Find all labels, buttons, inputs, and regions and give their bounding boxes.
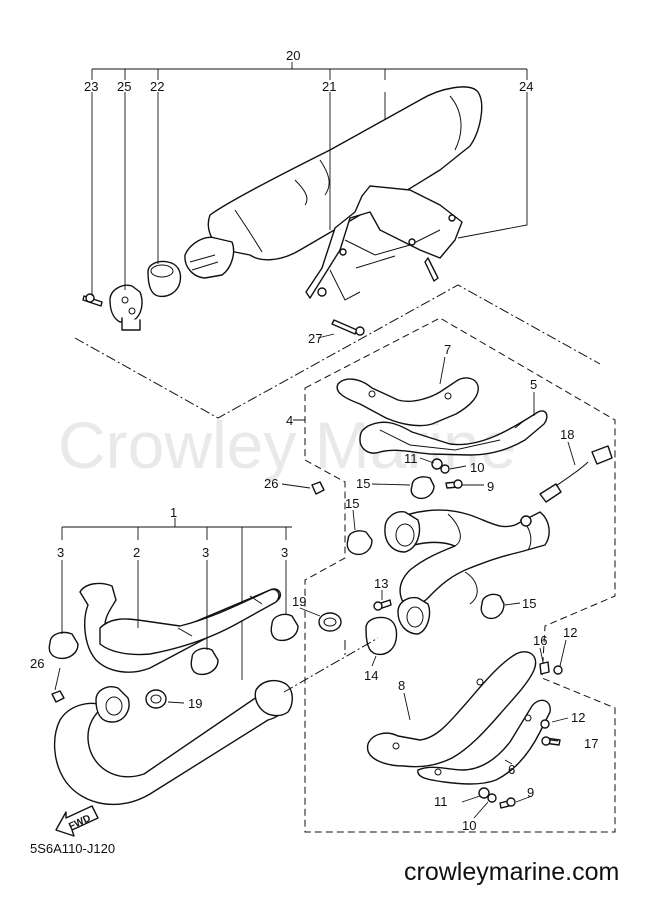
callout-24: 24	[519, 79, 533, 94]
callout-15-b: 15	[345, 496, 359, 511]
callout-12-a: 12	[563, 625, 577, 640]
clamp-3-c	[270, 613, 299, 642]
heat-shield-7	[336, 377, 479, 427]
callout-1: 1	[170, 505, 177, 520]
nut-26-top	[311, 481, 325, 495]
clamp-25	[109, 284, 143, 323]
callout-26-left: 26	[30, 656, 44, 671]
nut-10-bottom	[487, 793, 497, 803]
callout-25: 25	[117, 79, 131, 94]
nut-10-top	[440, 464, 450, 474]
callout-3-c: 3	[281, 545, 288, 560]
oxygen-sensor	[539, 483, 562, 503]
callout-23: 23	[84, 79, 98, 94]
flange-lower	[95, 686, 130, 723]
heat-shield-5	[359, 410, 548, 456]
callout-3-b: 3	[202, 545, 209, 560]
nut-12-b	[540, 719, 550, 729]
callout-6: 6	[508, 762, 515, 777]
gasket-22	[147, 260, 182, 298]
clamp-15-b	[346, 530, 373, 556]
callout-10-bottom: 10	[462, 818, 476, 833]
callout-13: 13	[374, 576, 388, 591]
callout-11-top: 11	[404, 451, 418, 466]
heat-shield-8	[367, 651, 537, 768]
exhaust-pipe-lower	[53, 685, 292, 806]
group-4-outline	[304, 317, 616, 833]
clamp-15-c	[480, 593, 505, 620]
callout-20: 20	[286, 48, 300, 63]
callout-14: 14	[364, 668, 378, 683]
callout-18: 18	[560, 427, 574, 442]
callout-9-top: 9	[487, 479, 494, 494]
callout-15-a: 15	[356, 476, 370, 491]
washer-11-bottom	[478, 787, 490, 799]
callout-12-b: 12	[571, 710, 585, 725]
washer-11-top	[431, 458, 443, 470]
callout-10-top: 10	[470, 460, 484, 475]
muffler	[207, 86, 483, 261]
callout-11-bottom: 11	[434, 794, 448, 809]
callout-19-center: 19	[292, 594, 306, 609]
callout-5: 5	[530, 377, 537, 392]
callout-22: 22	[150, 79, 164, 94]
callout-17: 17	[584, 736, 598, 751]
callout-26-top: 26	[264, 476, 278, 491]
nut-26-left	[51, 690, 65, 703]
gasket-19-center	[318, 612, 342, 632]
callout-3-a: 3	[57, 545, 64, 560]
callout-8: 8	[398, 678, 405, 693]
nut-12-a	[553, 665, 563, 675]
clamp-15-a	[410, 476, 435, 500]
fwd-arrow-icon: FWD	[55, 805, 99, 837]
callout-15-c: 15	[522, 596, 536, 611]
callout-7: 7	[444, 342, 451, 357]
callout-19-left: 19	[188, 696, 202, 711]
callout-16: 16	[533, 633, 547, 648]
clamp-3-b	[190, 647, 219, 676]
callout-21: 21	[322, 79, 336, 94]
sleeve-14	[365, 616, 398, 656]
clamp-3-a	[48, 631, 79, 660]
heat-shield-2	[99, 588, 280, 656]
diagram-code: 5S6A110-J120	[30, 841, 115, 856]
muffler-bracket	[305, 185, 463, 299]
muffler-outlet	[184, 236, 235, 279]
website-label: crowleymarine.com	[404, 858, 619, 886]
callout-27: 27	[308, 331, 322, 346]
muffler-group	[74, 62, 601, 419]
callout-2: 2	[133, 545, 140, 560]
gasket-19-left	[145, 689, 167, 709]
clip-16	[539, 661, 550, 675]
y-pipe	[391, 509, 550, 606]
callout-9-bottom: 9	[527, 785, 534, 800]
callout-4: 4	[286, 413, 293, 428]
